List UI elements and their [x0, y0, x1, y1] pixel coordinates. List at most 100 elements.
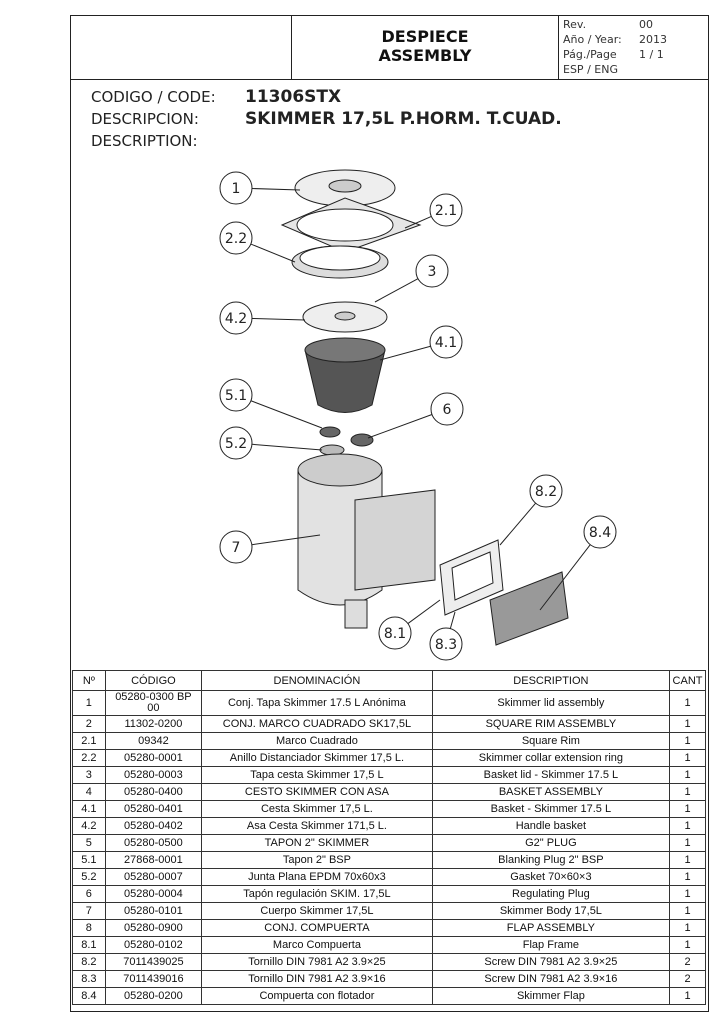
part-skimmer-body	[297, 453, 436, 629]
callout-circle	[429, 325, 463, 359]
callout-8-2: 8.2	[499, 474, 563, 546]
item-description: BASKET ASSEMBLY	[431, 783, 671, 801]
leader-line	[379, 345, 431, 361]
item-number: 3	[72, 766, 106, 784]
callout-circle	[583, 515, 617, 549]
callout-label: 1	[232, 181, 241, 197]
callout-4-2: 4.2	[219, 301, 306, 335]
meta-label: Rev.	[563, 18, 587, 31]
part-flap	[489, 571, 569, 646]
item-description: Basket - Skimmer 17.5 L	[431, 800, 671, 818]
item-denomination: Compuerta con flotador	[201, 987, 433, 1005]
leader-line	[404, 215, 432, 229]
item-number: 8	[72, 919, 106, 937]
item-number: 2.2	[72, 749, 106, 767]
item-quantity: 1	[669, 800, 706, 818]
item-code: 27868-0001	[104, 851, 203, 869]
item-number: 8.4	[72, 987, 106, 1005]
item-denomination: Cesta Skimmer 17,5 L.	[201, 800, 433, 818]
column-header: Nº	[72, 670, 106, 691]
callout-8-1: 8.1	[378, 599, 441, 650]
item-quantity: 1	[669, 936, 706, 954]
item-description: Skimmer lid assembly	[431, 690, 671, 716]
item-quantity: 1	[669, 919, 706, 937]
callout-label: 7	[232, 540, 241, 556]
description-label-en: DESCRIPTION:	[91, 132, 198, 150]
callout-circle	[429, 193, 463, 227]
item-number: 8.2	[72, 953, 106, 971]
description-value: SKIMMER 17,5L P.HORM. T.CUAD.	[245, 109, 562, 129]
callout-5-1: 5.1	[219, 378, 323, 429]
item-description: Screw DIN 7981 A2 3.9×16	[431, 970, 671, 988]
item-code: 05280-0101	[104, 902, 203, 920]
item-quantity: 1	[669, 851, 706, 869]
item-description: Square Rim	[431, 732, 671, 750]
item-number: 6	[72, 885, 106, 903]
meta-label: Pág./Page	[563, 48, 617, 61]
item-denomination: CESTO SKIMMER CON ASA	[201, 783, 433, 801]
item-description: Skimmer Body 17,5L	[431, 902, 671, 920]
item-quantity: 1	[669, 749, 706, 767]
item-description: Regulating Plug	[431, 885, 671, 903]
callout-circle	[219, 221, 253, 255]
meta-value: 2013	[639, 33, 667, 46]
leader-line	[251, 534, 321, 546]
callout-label: 8.3	[435, 637, 457, 653]
item-quantity: 2	[669, 953, 706, 971]
item-description: FLAP ASSEMBLY	[431, 919, 671, 937]
leader-line	[250, 400, 323, 429]
column-header: CANT	[669, 670, 706, 691]
callout-2-2: 2.2	[219, 221, 296, 263]
item-code: 05280-0300 BP 00	[104, 690, 203, 716]
leader-line	[250, 243, 296, 263]
meta-row: Año / Year:2013	[563, 32, 667, 47]
item-denomination: Cuerpo Skimmer 17,5L	[201, 902, 433, 920]
item-code: 7011439025	[104, 953, 203, 971]
item-quantity: 1	[669, 868, 706, 886]
description-label: DESCRIPCION:	[91, 110, 199, 128]
item-code: 05280-0102	[104, 936, 203, 954]
item-code: 05280-0401	[104, 800, 203, 818]
leader-line	[449, 611, 456, 629]
callout-3: 3	[374, 254, 449, 303]
meta-value: 1 / 1	[639, 48, 664, 61]
item-code: 05280-0007	[104, 868, 203, 886]
callout-circle	[219, 301, 253, 335]
item-description: Skimmer Flap	[431, 987, 671, 1005]
callout-8-3: 8.3	[429, 611, 463, 661]
item-quantity: 1	[669, 766, 706, 784]
item-denomination: Tapon 2" BSP	[201, 851, 433, 869]
item-denomination: Marco Compuerta	[201, 936, 433, 954]
part-square-rim	[280, 197, 422, 253]
callout-4-1: 4.1	[379, 325, 463, 361]
leader-line	[374, 278, 419, 303]
item-denomination: Tapón regulación SKIM. 17,5L	[201, 885, 433, 903]
callout-circle	[219, 378, 253, 412]
item-quantity: 1	[669, 690, 706, 716]
leader-line	[251, 187, 301, 191]
part-info: CODIGO / CODE:11306STX DESCRIPCION:SKIMM…	[91, 86, 562, 152]
callout-circle	[219, 171, 253, 205]
item-denomination: Marco Cuadrado	[201, 732, 433, 750]
item-quantity: 1	[669, 715, 706, 733]
callout-label: 4.2	[225, 311, 247, 327]
item-description: Flap Frame	[431, 936, 671, 954]
meta-row: ESP / ENG	[563, 62, 622, 77]
meta-row: Rev.00	[563, 17, 653, 32]
meta-label: ESP / ENG	[563, 63, 618, 76]
callout-5-2: 5.2	[219, 426, 323, 460]
